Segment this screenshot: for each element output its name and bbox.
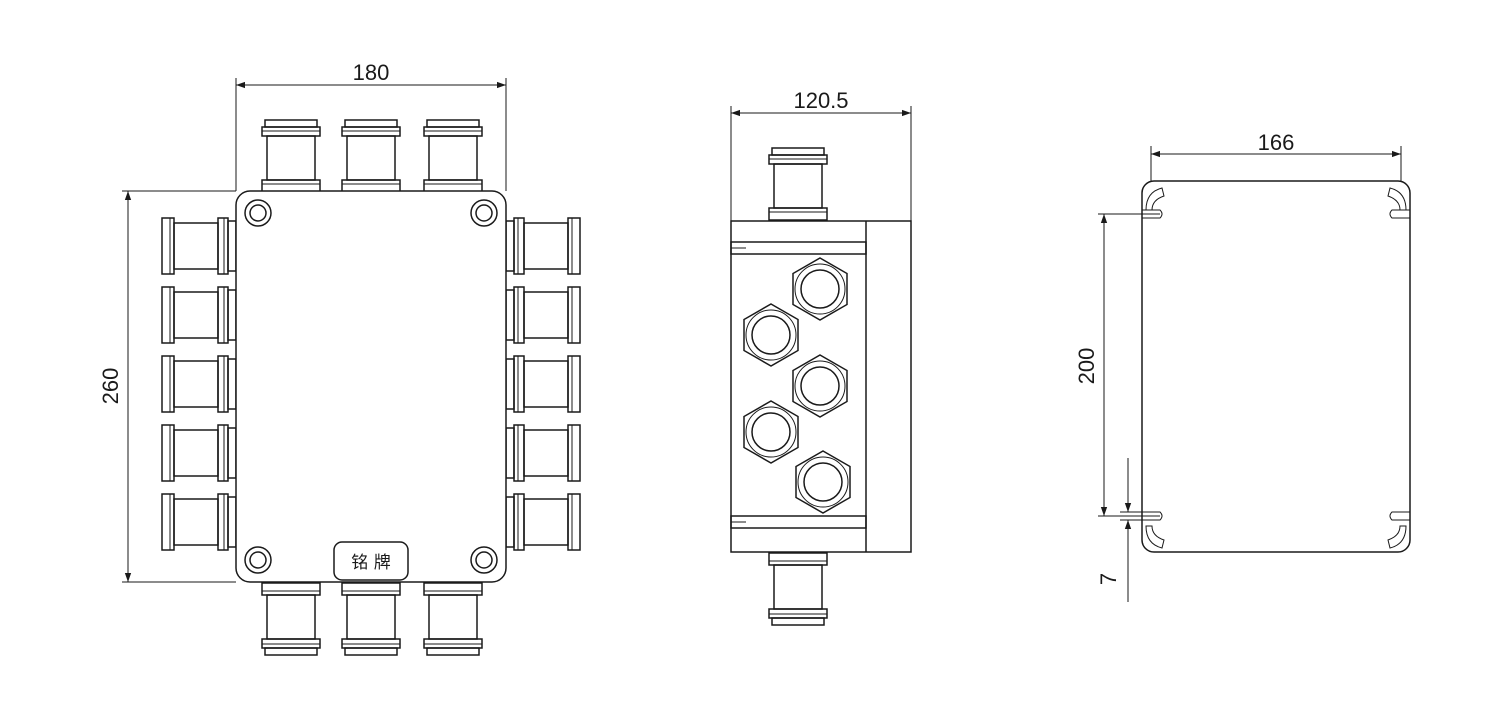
enclosure-front <box>235 190 507 583</box>
cable-gland <box>505 286 581 344</box>
dimension-hole-spacing-x: 166 <box>1258 130 1295 155</box>
dimension-slot: 7 <box>1096 573 1121 585</box>
mounting-slot <box>1142 187 1165 219</box>
cable-gland <box>261 119 321 193</box>
cable-gland <box>423 582 483 656</box>
cable-gland <box>505 217 581 275</box>
cable-gland <box>161 493 237 551</box>
dimension-hole-spacing-y: 200 <box>1074 348 1099 385</box>
cable-gland <box>161 217 237 275</box>
enclosure-back <box>1141 180 1411 553</box>
cable-gland <box>161 355 237 413</box>
cable-gland <box>505 493 581 551</box>
cable-gland <box>505 355 581 413</box>
side-view: 120.5 <box>730 88 912 626</box>
cable-gland <box>505 424 581 482</box>
mounting-slot <box>1387 511 1410 549</box>
dimension-depth: 120.5 <box>793 88 848 113</box>
enclosure-side <box>730 220 912 553</box>
front-view: 铭 牌 180 260 <box>98 60 581 656</box>
cable-gland <box>768 552 828 626</box>
mounting-view: 166 200 7 <box>1074 130 1411 602</box>
cable-gland <box>341 119 401 193</box>
cable-gland <box>341 582 401 656</box>
dimension-height: 260 <box>98 368 123 405</box>
nameplate <box>333 541 409 581</box>
dimension-width: 180 <box>353 60 390 85</box>
cable-gland <box>161 424 237 482</box>
cable-gland <box>261 582 321 656</box>
cable-gland <box>161 286 237 344</box>
cable-gland <box>423 119 483 193</box>
mounting-slot <box>1387 187 1410 219</box>
mounting-slot <box>1142 511 1165 549</box>
cable-gland <box>768 147 828 221</box>
nameplate-label: 铭 牌 <box>351 553 390 573</box>
